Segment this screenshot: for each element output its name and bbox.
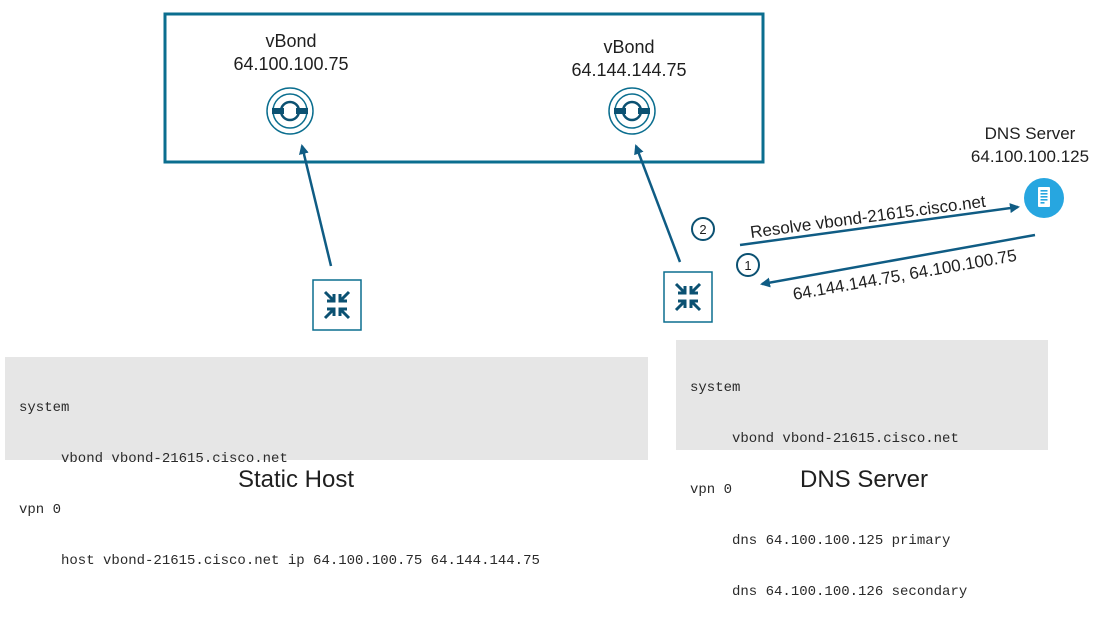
dns-server-caption: DNS Server xyxy=(799,466,929,493)
static-host-arrow xyxy=(299,144,333,267)
dns-server-icon[interactable] xyxy=(1024,178,1064,218)
config-line: vpn 0 xyxy=(690,482,733,498)
vbond-2-ip: 64.144.144.75 xyxy=(571,60,686,80)
vbond-icon[interactable] xyxy=(608,87,656,135)
dns-server-name: DNS Server xyxy=(985,124,1076,143)
config-line: system xyxy=(690,380,741,396)
vbond-container xyxy=(163,12,765,164)
dns-router-arrow xyxy=(634,144,682,263)
config-line: system xyxy=(19,400,70,416)
vbond-icon[interactable] xyxy=(266,87,314,135)
config-line: host vbond-21615.cisco.net ip 64.100.100… xyxy=(19,553,540,569)
config-line: dns 64.100.100.125 primary xyxy=(690,533,951,549)
diagram-canvas: vBond 64.100.100.75 vBond 64.144.144.75 xyxy=(163,12,1089,331)
vbond-1-name: vBond xyxy=(265,31,316,51)
config-line: vbond vbond-21615.cisco.net xyxy=(19,451,288,467)
static-host-config: system vbond vbond-21615.cisco.net vpn 0… xyxy=(5,357,648,569)
static-host-caption: Static Host xyxy=(237,466,355,493)
edge-router-icon[interactable] xyxy=(312,279,362,331)
vbond-1-ip: 64.100.100.75 xyxy=(233,54,348,74)
config-line: vpn 0 xyxy=(19,502,62,518)
edge-router-icon[interactable] xyxy=(663,271,713,323)
response-label: 64.144.144.75, 64.100.100.75 xyxy=(791,246,1018,304)
step-2-badge: 2 xyxy=(691,217,715,241)
step-1-badge: 1 xyxy=(736,253,760,277)
response-arrow xyxy=(760,233,1036,288)
svg-text:1: 1 xyxy=(744,258,751,273)
config-line: dns 64.100.100.126 secondary xyxy=(690,584,968,600)
vbond-2-name: vBond xyxy=(603,37,654,57)
resolve-arrow xyxy=(739,203,1020,247)
dns-server-config: system vbond vbond-21615.cisco.net vpn 0… xyxy=(676,340,1048,600)
svg-text:2: 2 xyxy=(699,222,706,237)
config-line: vbond vbond-21615.cisco.net xyxy=(690,431,959,447)
dns-server-ip: 64.100.100.125 xyxy=(971,147,1089,166)
